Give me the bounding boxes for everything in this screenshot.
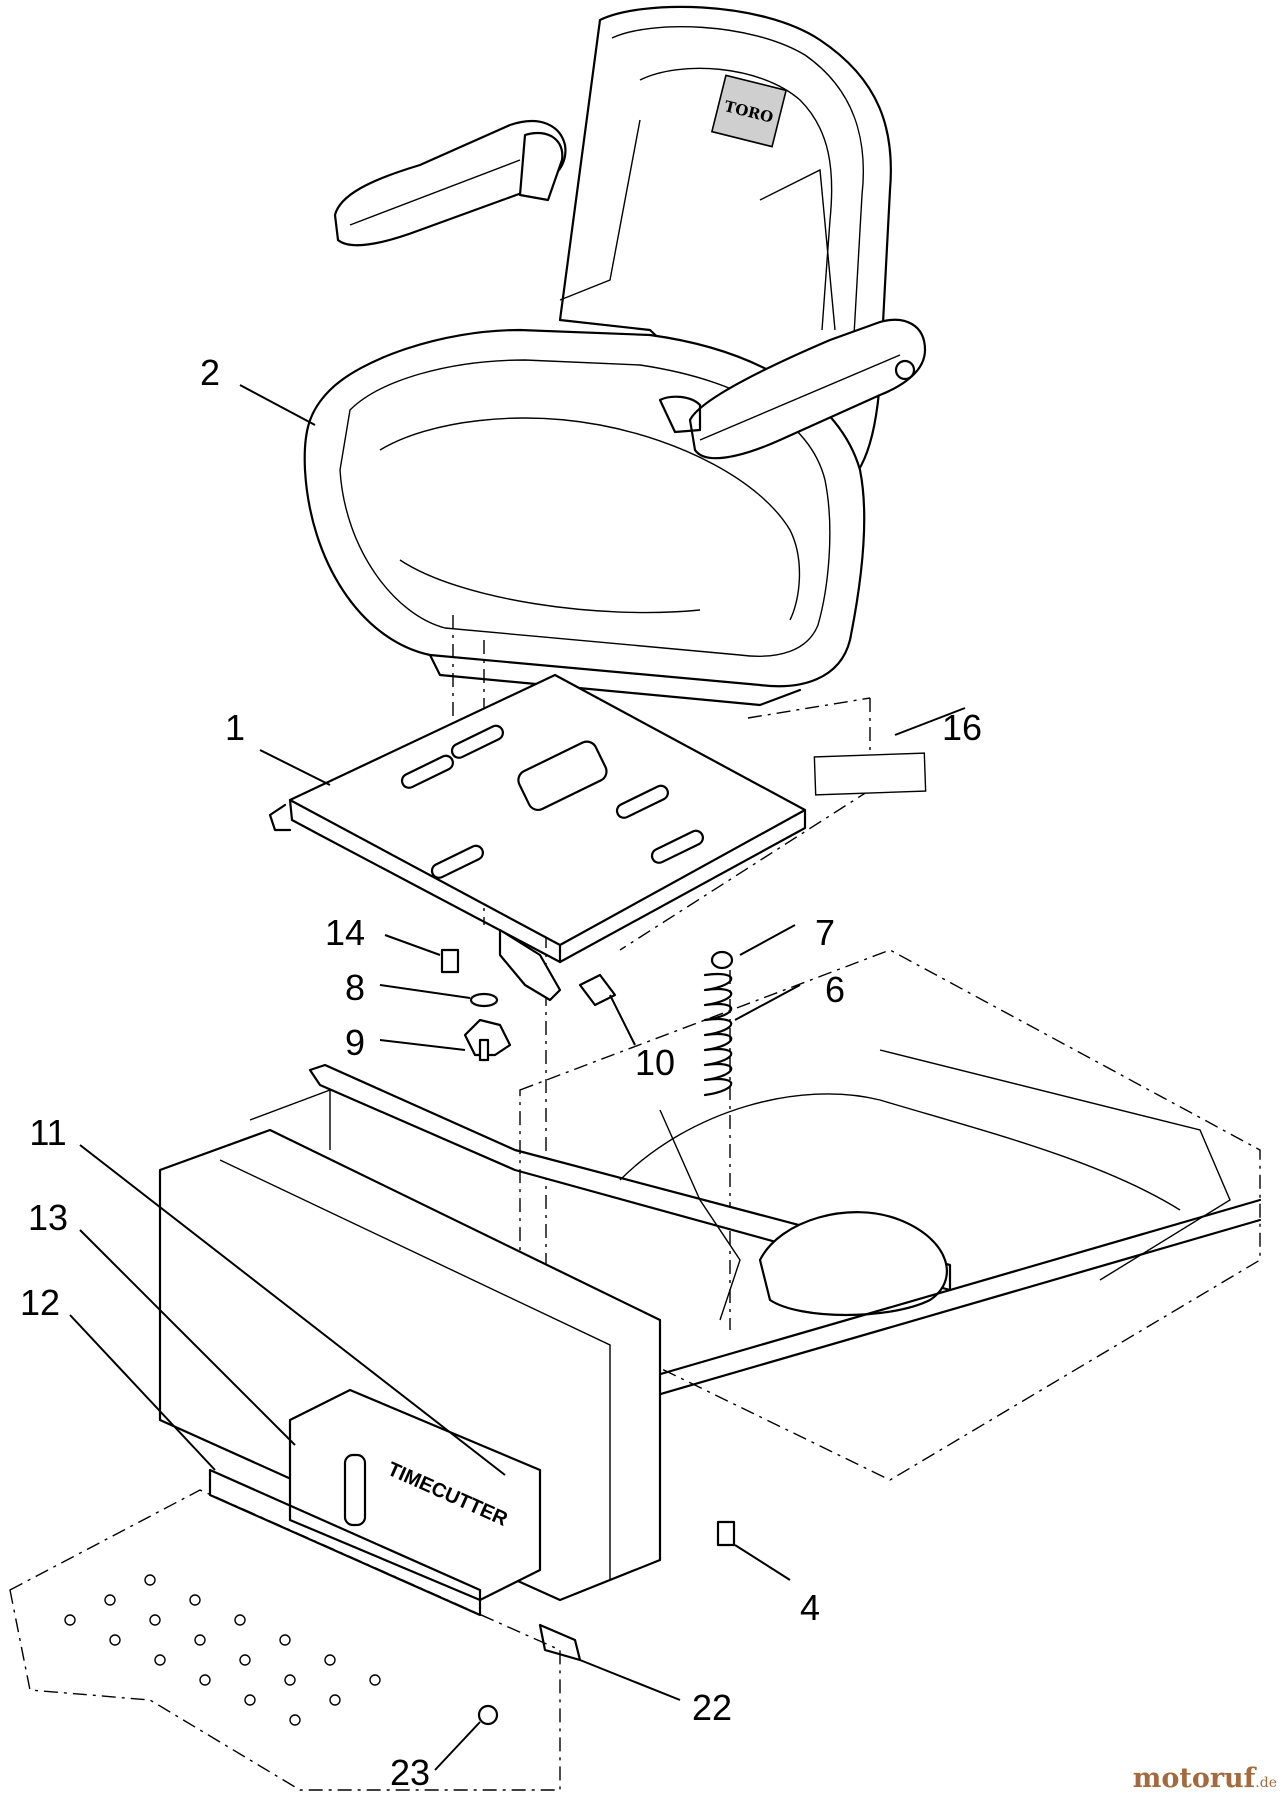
watermark-name: motoruf <box>1132 1763 1256 1794</box>
callout-13: 12 <box>20 1282 60 1323</box>
chassis-frame: TIMECUTTER <box>9 949 1262 1791</box>
callout-6: 6 <box>825 969 845 1010</box>
seat-plate-part-1 <box>268 673 807 1002</box>
decal-part-16 <box>813 752 927 796</box>
leader-lines <box>69 384 966 1771</box>
callout-4: 4 <box>800 1587 820 1628</box>
seat-part-2: TORO <box>303 5 927 707</box>
callout-16: 16 <box>942 707 982 748</box>
callout-8: 8 <box>345 967 365 1008</box>
callout-2: 2 <box>200 352 220 393</box>
callout-1: 1 <box>225 707 245 748</box>
floor-pan-holes <box>64 1574 381 1726</box>
callout-10: 10 <box>635 1042 675 1083</box>
callout-22: 22 <box>692 1687 732 1728</box>
watermark: motoruf.de <box>1133 1763 1277 1794</box>
callout-12: 14 <box>325 912 365 953</box>
console-panel <box>288 1388 542 1602</box>
callout-14: 13 <box>28 1197 68 1238</box>
callout-23: 23 <box>390 1752 430 1793</box>
callout-11: 11 <box>29 1112 66 1153</box>
watermark-tld: .de <box>1255 1775 1277 1791</box>
seat-badge <box>710 74 788 148</box>
callout-9: 9 <box>345 1022 365 1063</box>
callout-7: 7 <box>815 912 835 953</box>
callout-labels: 2 1 16 7 6 14 8 9 10 11 13 12 4 22 23 <box>20 352 982 1793</box>
